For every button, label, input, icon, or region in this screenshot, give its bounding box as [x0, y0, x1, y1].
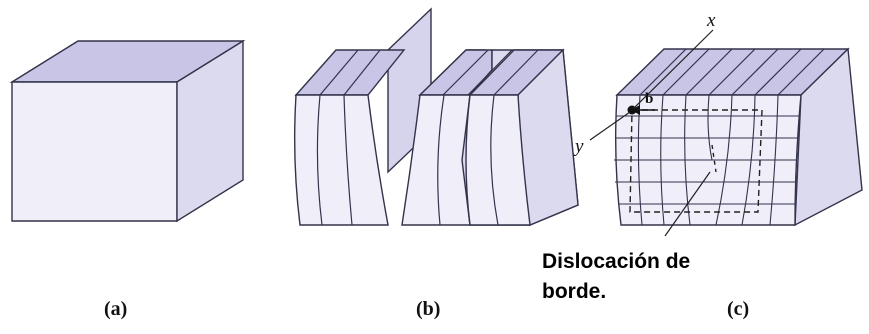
edge-dislocation-crystal	[589, 29, 863, 237]
panel-label-c: (c)	[727, 298, 750, 320]
y-axis-label: y	[575, 136, 584, 157]
burgers-vector-label: b	[645, 91, 654, 107]
x-leader-line	[633, 29, 714, 109]
caption-line-2: borde.	[542, 280, 607, 303]
cut-crystal	[293, 7, 579, 226]
panel-label-b: (b)	[416, 298, 441, 320]
perfect-crystal-cube	[9, 39, 246, 223]
dislocation-side-face	[794, 47, 863, 227]
caption-leader-line	[664, 171, 711, 237]
burgers-circuit	[629, 109, 763, 213]
cube-side-face	[176, 39, 244, 223]
x-axis-label: x	[707, 10, 716, 31]
panel-label-a: (a)	[104, 298, 128, 320]
bent-front-face	[293, 94, 471, 226]
cube-front-face	[11, 81, 178, 222]
y-leader-line	[589, 111, 631, 141]
caption-line-1: Dislocación de	[542, 250, 691, 273]
